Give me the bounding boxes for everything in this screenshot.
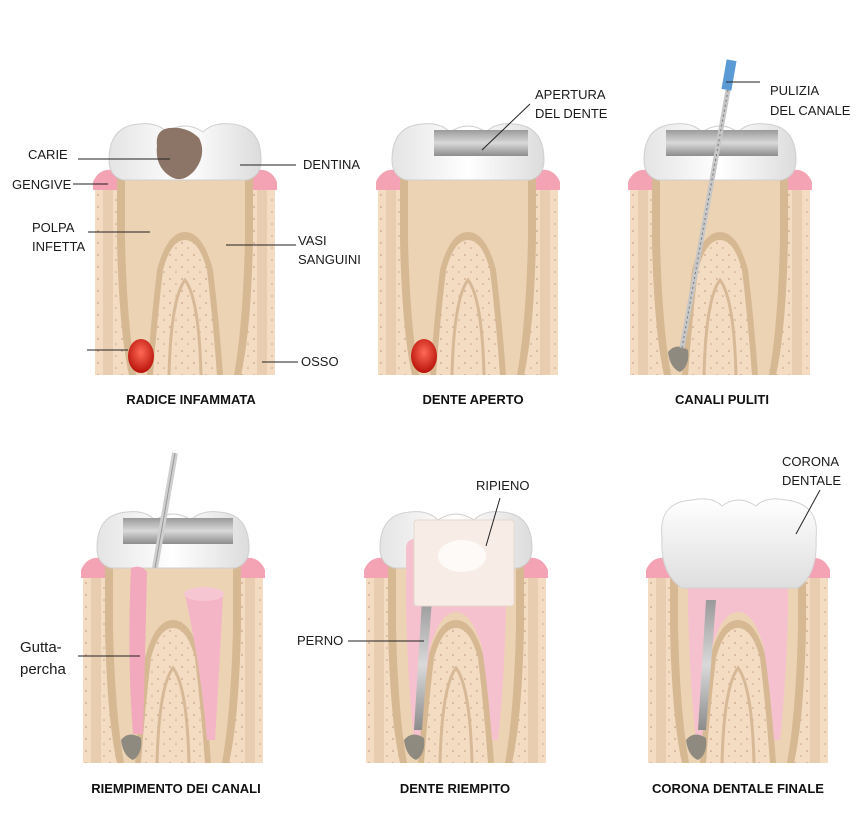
- caries-shape: [156, 127, 203, 180]
- label-vasi-line2: SANGUINI: [298, 252, 361, 267]
- panel-radice-infammata: [91, 123, 279, 377]
- label-vasi-line1: VASI: [298, 233, 327, 248]
- panel-corona-dentale-finale: [644, 498, 832, 765]
- panel-dente-riempito: [362, 511, 550, 765]
- panel-dente-aperto: [374, 123, 562, 377]
- label-gutta-line1: Gutta-: [20, 639, 62, 656]
- leader-lines: [73, 81, 821, 657]
- abscess-shape: [411, 339, 437, 373]
- panel-canali-puliti: [626, 59, 814, 377]
- captions: RADICE INFAMMATA DENTE APERTO CANALI PUL…: [91, 392, 824, 796]
- label-ripieno: RIPIENO: [476, 478, 529, 493]
- caption-panel-1: RADICE INFAMMATA: [126, 392, 256, 407]
- label-pulizia-line1: PULIZIA: [770, 83, 819, 98]
- gutta-percha-shape: [129, 566, 147, 734]
- opening-shape: [434, 130, 528, 156]
- label-polpa-line1: POLPA: [32, 220, 75, 235]
- label-gengive: GENGIVE: [12, 177, 72, 192]
- panel-riempimento-dei-canali: [79, 452, 267, 765]
- caption-panel-4: RIEMPIMENTO DEI CANALI: [91, 781, 261, 796]
- label-corona-line2: DENTALE: [782, 473, 841, 488]
- abscess-shape: [128, 339, 154, 373]
- file-instrument: [679, 59, 737, 349]
- label-corona-line1: CORONA: [782, 454, 839, 469]
- label-apertura-line1: APERTURA: [535, 87, 606, 102]
- label-perno: PERNO: [297, 633, 343, 648]
- caption-panel-5: DENTE RIEMPITO: [400, 781, 510, 796]
- label-osso: OSSO: [301, 354, 339, 369]
- label-polpa-line2: INFETTA: [32, 239, 86, 254]
- post-shape: [414, 600, 432, 730]
- caption-panel-3: CANALI PULITI: [675, 392, 769, 407]
- labels: CARIE GENGIVE POLPA INFETTA DENTINA VASI…: [12, 83, 851, 678]
- label-pulizia-line2: DEL CANALE: [770, 103, 851, 118]
- crown-shape: [661, 498, 817, 589]
- label-carie: CARIE: [28, 147, 68, 162]
- label-apertura-line2: DEL DENTE: [535, 106, 608, 121]
- caption-panel-6: CORONA DENTALE FINALE: [652, 781, 824, 796]
- caption-panel-2: DENTE APERTO: [422, 392, 523, 407]
- label-dentina: DENTINA: [303, 157, 360, 172]
- label-gutta-line2: percha: [20, 661, 67, 678]
